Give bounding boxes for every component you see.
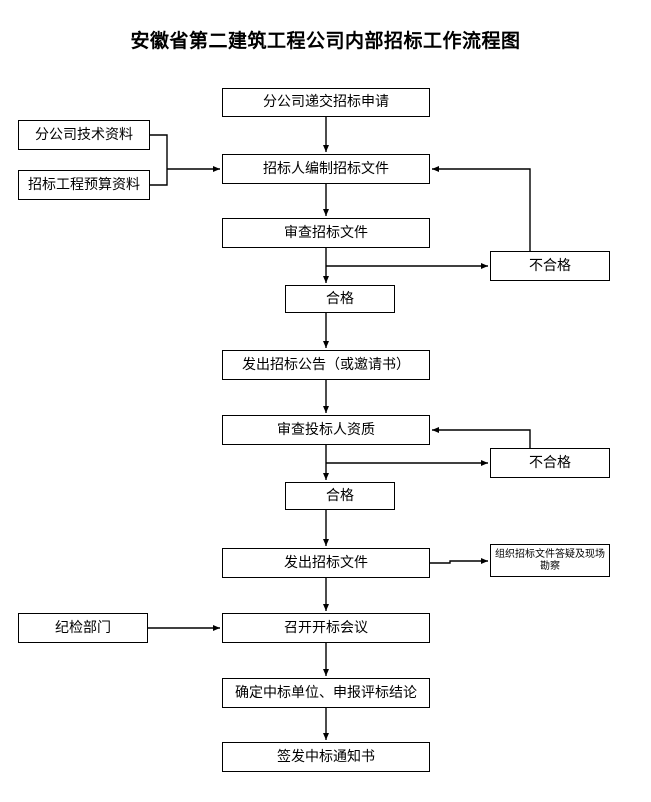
node-qa-survey[interactable]: 组织招标文件答疑及现场勘察 <box>490 544 610 577</box>
node-pass-1[interactable]: 合格 <box>285 285 395 313</box>
node-apply[interactable]: 分公司递交招标申请 <box>222 88 430 117</box>
node-announce[interactable]: 发出招标公告（或邀请书） <box>222 350 430 380</box>
node-prepare-doc[interactable]: 招标人编制招标文件 <box>222 154 430 184</box>
edge-fail2-to-reviewbid <box>432 427 531 448</box>
node-fail-1[interactable]: 不合格 <box>490 251 610 281</box>
node-open-meeting[interactable]: 召开开标会议 <box>222 613 430 643</box>
node-review-bid[interactable]: 审查投标人资质 <box>222 415 430 445</box>
node-issue-doc[interactable]: 发出招标文件 <box>222 548 430 578</box>
node-review-doc[interactable]: 审查招标文件 <box>222 218 430 248</box>
node-budget-data[interactable]: 招标工程预算资料 <box>18 170 150 200</box>
node-issue-notice[interactable]: 签发中标通知书 <box>222 742 430 772</box>
node-confirm-win[interactable]: 确定中标单位、申报评标结论 <box>222 678 430 708</box>
node-tech-data[interactable]: 分公司技术资料 <box>18 120 150 150</box>
edge-fail1-to-prepare <box>432 166 531 251</box>
node-discipline[interactable]: 纪检部门 <box>18 613 148 643</box>
edge-issuedoc-to-qa <box>430 558 488 564</box>
edge-tech-to-merge <box>150 134 168 169</box>
edge-budget-to-merge <box>150 169 168 186</box>
node-pass-2[interactable]: 合格 <box>285 482 395 510</box>
node-fail-2[interactable]: 不合格 <box>490 448 610 478</box>
page-title: 安徽省第二建筑工程公司内部招标工作流程图 <box>130 30 521 52</box>
